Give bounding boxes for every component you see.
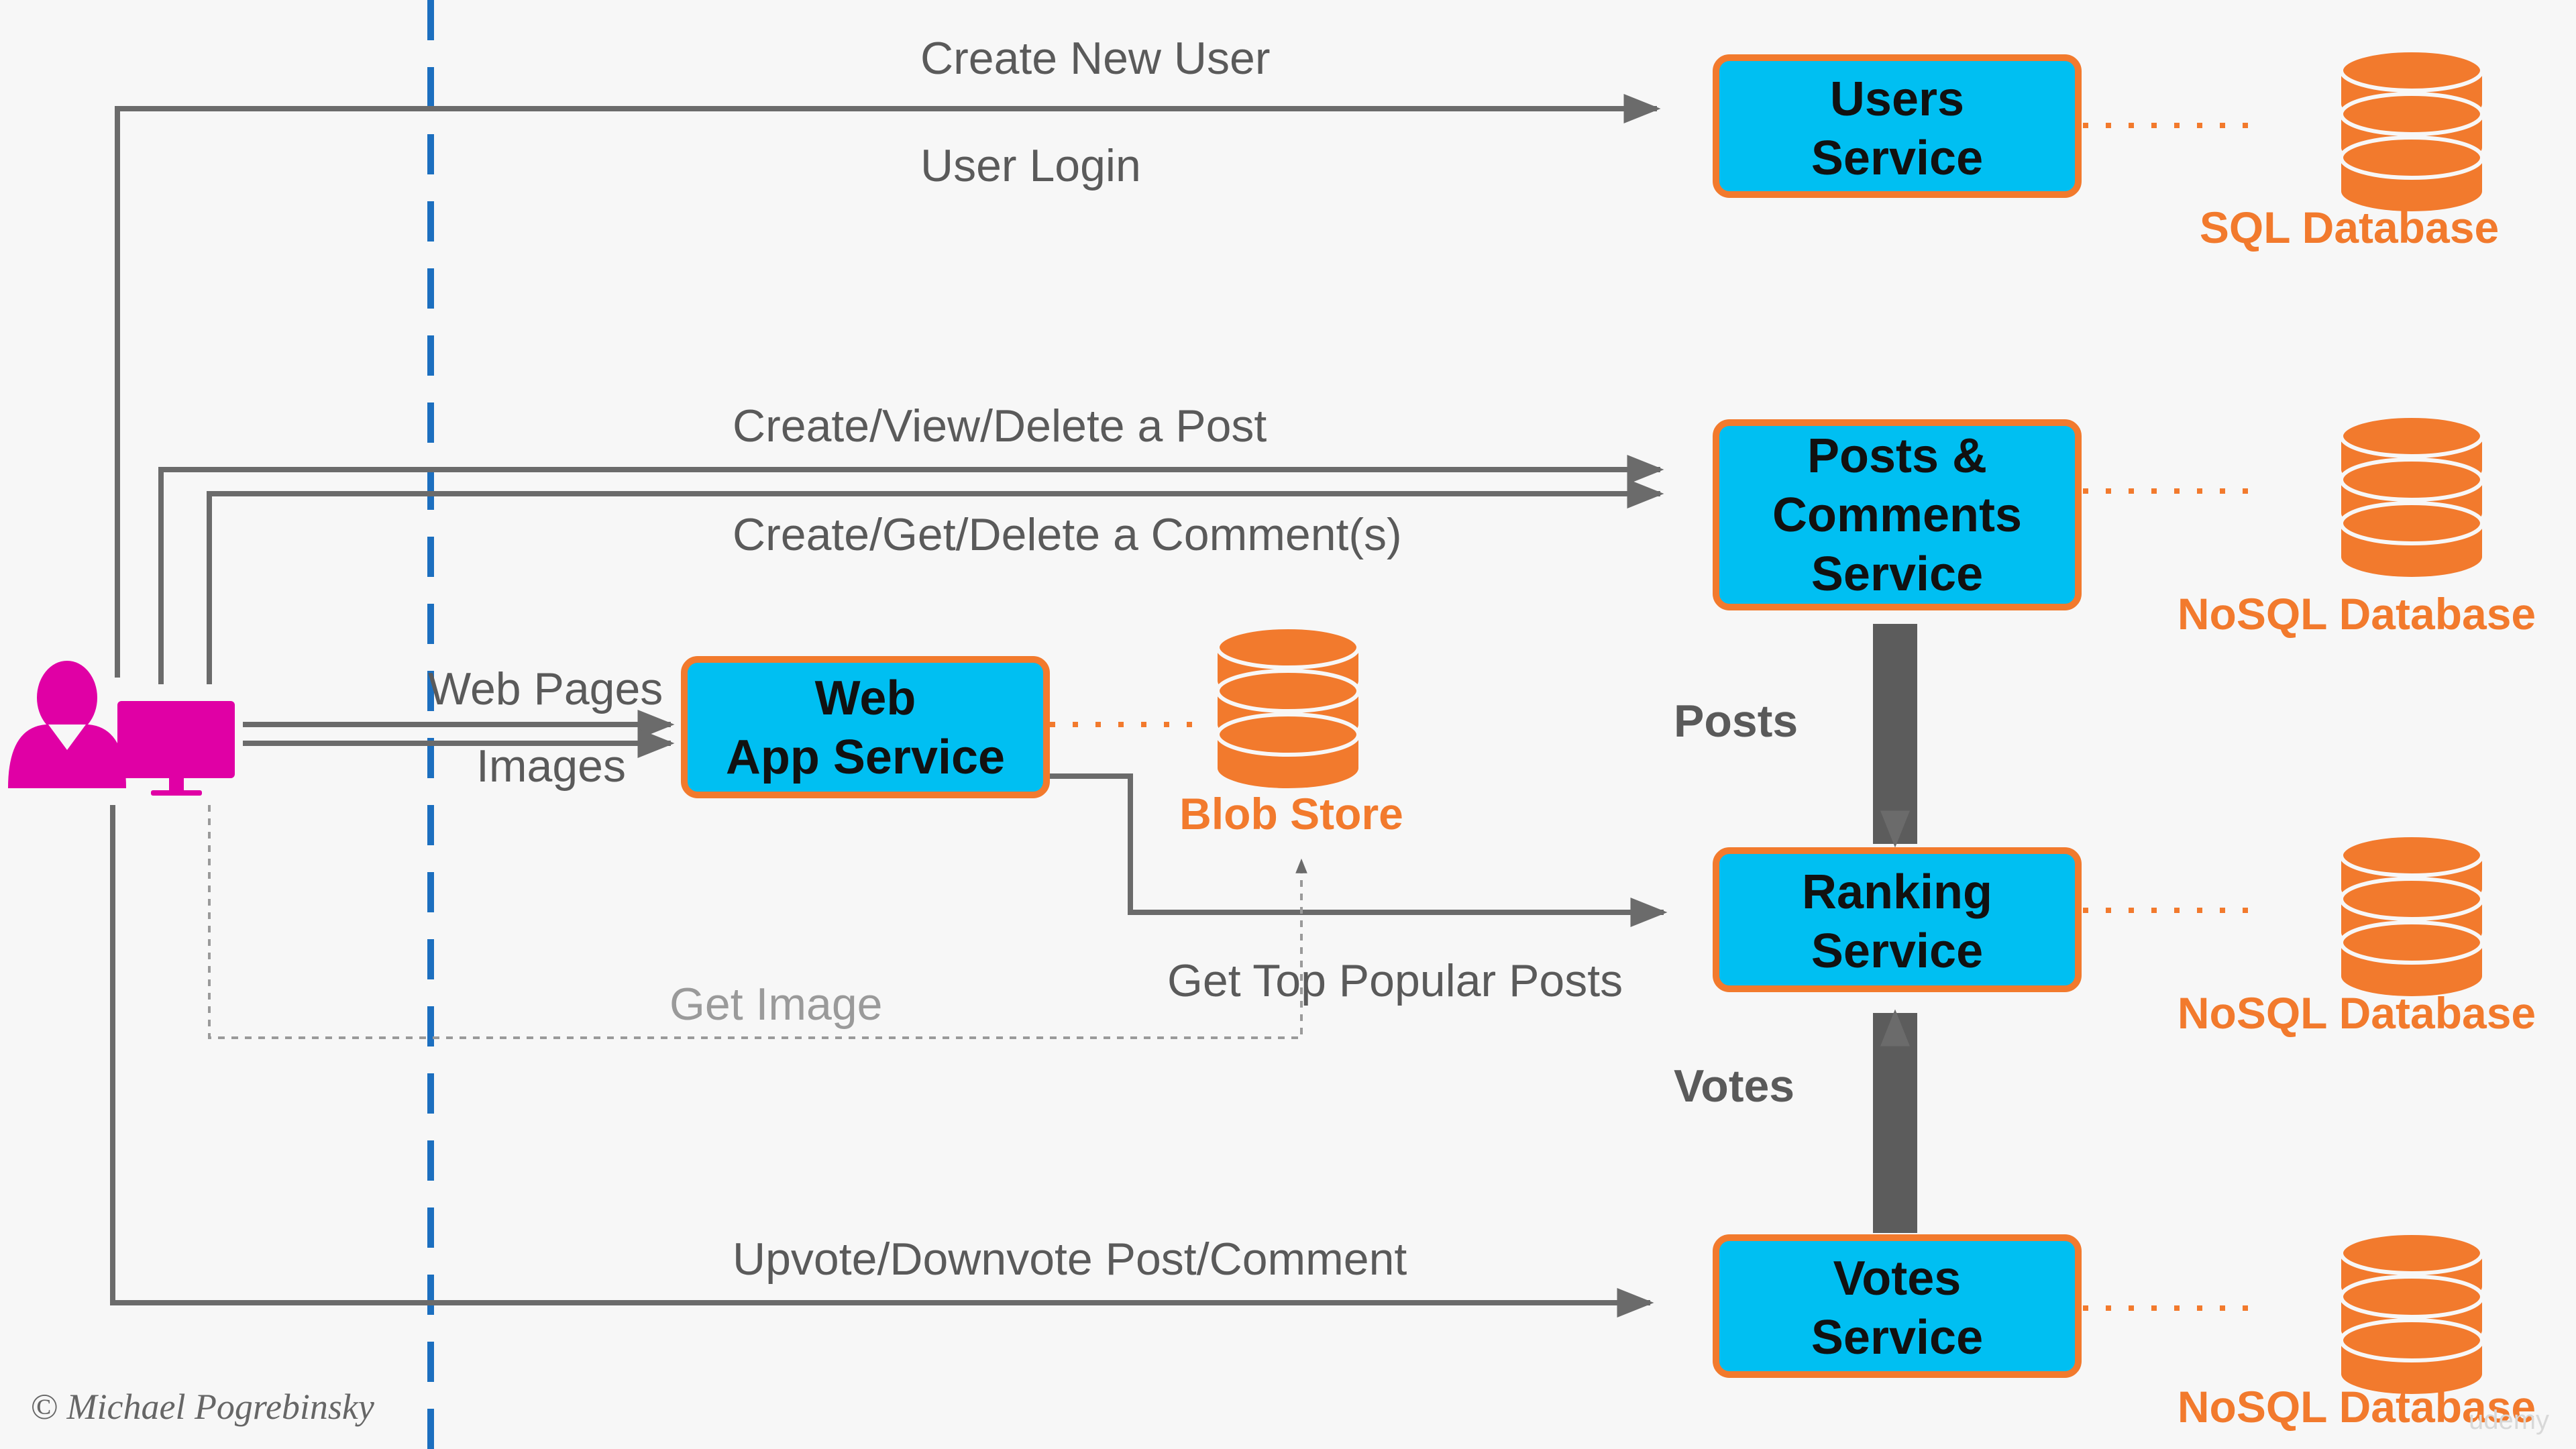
votes-flow-label: Votes (1674, 1061, 1794, 1112)
votes-nosql-database-label: NoSQL Database (2178, 1382, 2536, 1432)
edge-comment-crud (207, 479, 1664, 684)
copyright-text: © Michael Pogrebinsky (30, 1387, 374, 1427)
ranking-nosql-database-label: NoSQL Database (2178, 988, 2536, 1038)
users-service-label-1: Users (1830, 72, 1964, 126)
user-login-label: User Login (920, 140, 1141, 191)
db-connectors (1050, 123, 2261, 1311)
database-cylinder-icon (2339, 833, 2484, 996)
users-service: Users Service (1713, 54, 2082, 198)
user-icon (8, 661, 126, 788)
web-service-label-2: App Service (726, 731, 1005, 784)
votes-service: Votes Service (1713, 1234, 2082, 1378)
posts-service-label-2: Comments (1772, 488, 2022, 542)
edge-post-crud (158, 455, 1664, 684)
posts-nosql-database-label: NoSQL Database (2178, 589, 2536, 639)
database-cylinder-icon (2339, 1231, 2484, 1394)
posts-service-label-1: Posts & (1807, 429, 1987, 483)
votes-service-label-1: Votes (1833, 1252, 1962, 1305)
edge-top-posts (1050, 773, 1668, 927)
posts-comments-service: Posts & Comments Service (1713, 419, 2082, 610)
posts-flow-label: Posts (1674, 696, 1798, 747)
top-posts-label: Get Top Popular Posts (1167, 955, 1623, 1006)
posts-service-label-3: Service (1811, 547, 1983, 601)
ranking-service-label-1: Ranking (1802, 865, 1992, 919)
post-crud-label: Create/View/Delete a Post (733, 400, 1267, 451)
images-label: Images (476, 741, 626, 792)
ranking-service: Ranking Service (1713, 847, 2082, 992)
connections (110, 94, 1668, 1318)
votes-service-label-2: Service (1811, 1311, 1983, 1364)
blob-store-label: Blob Store (1179, 789, 1403, 839)
watermark-text: udemy (2469, 1405, 2549, 1435)
monitor-icon (117, 701, 235, 796)
sql-database-label: SQL Database (2200, 203, 2499, 252)
comment-crud-label: Create/Get/Delete a Comment(s) (733, 509, 1402, 560)
users-service-label-2: Service (1811, 131, 1983, 185)
vote-action-label: Upvote/Downvote Post/Comment (733, 1234, 1407, 1285)
web-service-label-1: Web (815, 672, 916, 725)
web-pages-label: Web Pages (428, 663, 663, 714)
edge-create-user (115, 94, 1661, 678)
database-cylinder-icon (1216, 625, 1360, 788)
get-image-label: Get Image (669, 979, 883, 1030)
create-user-label: Create New User (920, 33, 1271, 84)
database-cylinder-icon (2339, 414, 2484, 577)
web-app-service: Web App Service (681, 656, 1050, 798)
edge-get-image (208, 805, 1307, 1039)
database-cylinder-icon (2339, 48, 2484, 211)
ranking-service-label-2: Service (1811, 924, 1983, 978)
edge-vote-action (110, 805, 1654, 1318)
